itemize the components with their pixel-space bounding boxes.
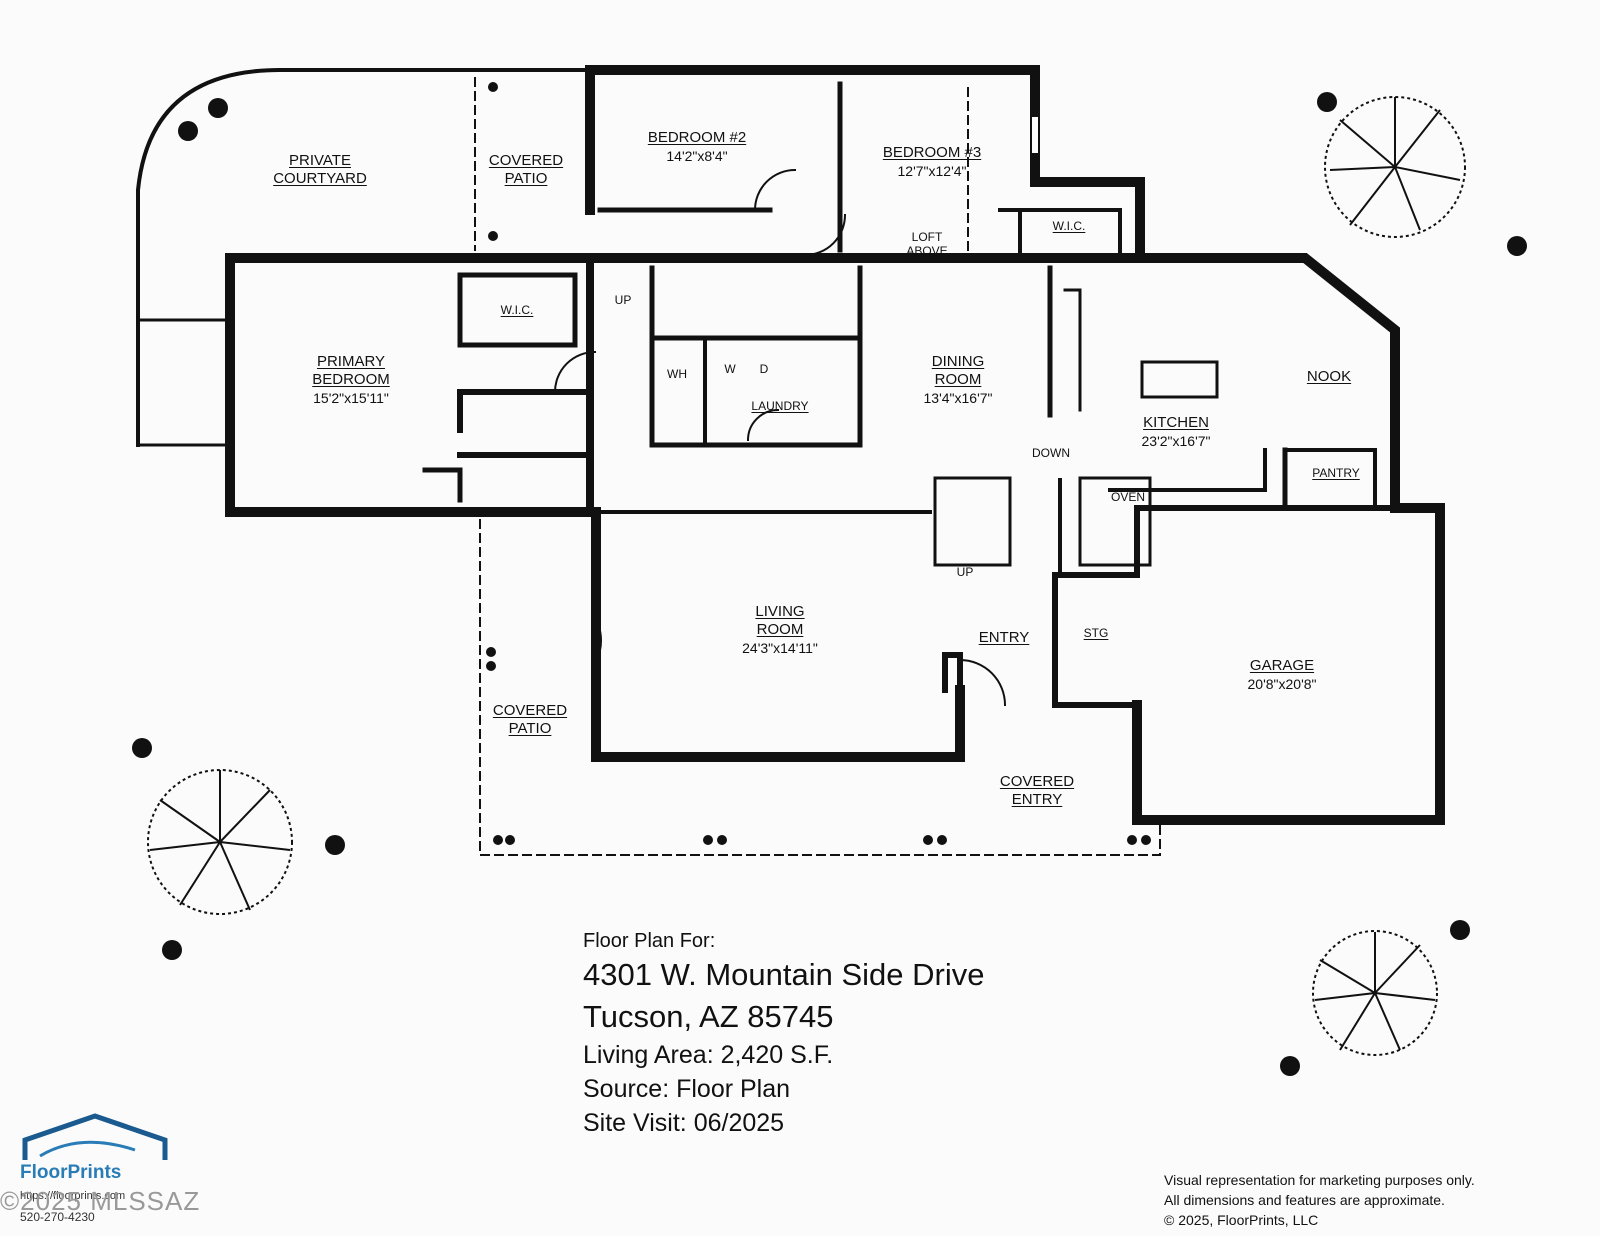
info-source: Source: Floor Plan bbox=[583, 1075, 791, 1103]
room-covered-entry: COVERED ENTRY bbox=[999, 773, 1075, 808]
room-nook: NOOK bbox=[1306, 368, 1352, 385]
courtyard-wall bbox=[136, 68, 587, 447]
room-wic-bed3: W.I.C. bbox=[1052, 219, 1086, 233]
floorprints-logo: FloorPrints https://floorprints.com 520-… bbox=[18, 1110, 188, 1236]
tree-icon bbox=[1312, 930, 1438, 1056]
house-logo-icon bbox=[22, 1113, 168, 1160]
tree-icon bbox=[147, 769, 293, 915]
disclaimer: Visual representation for marketing purp… bbox=[1164, 1172, 1475, 1228]
room-wic-primary: W.I.C. bbox=[500, 303, 534, 317]
room-covered-patio-bottom: COVERED PATIO bbox=[492, 702, 568, 737]
room-storage: STG bbox=[1083, 626, 1109, 640]
loft-above-label: LOFT ABOVE bbox=[906, 230, 948, 258]
info-address-line1: 4301 W. Mountain Side Drive bbox=[583, 957, 985, 992]
stairs-up-top-label: UP bbox=[614, 293, 632, 307]
info-living-area: Living Area: 2,420 S.F. bbox=[583, 1041, 834, 1069]
room-entry: ENTRY bbox=[978, 629, 1030, 646]
property-info: Floor Plan For: 4301 W. Mountain Side Dr… bbox=[583, 928, 985, 1140]
mls-watermark: ©2025 MLSSAZ bbox=[0, 1186, 201, 1216]
room-covered-patio-top: COVERED PATIO bbox=[488, 152, 564, 187]
stairs-down-label: DOWN bbox=[1032, 446, 1070, 460]
info-heading: Floor Plan For: bbox=[583, 930, 716, 952]
oven-label: OVEN bbox=[1110, 490, 1146, 504]
water-heater-label: WH bbox=[667, 367, 687, 381]
room-laundry: LAUNDRY bbox=[751, 399, 809, 413]
info-site-visit: Site Visit: 06/2025 bbox=[583, 1109, 785, 1137]
room-pantry: PANTRY bbox=[1312, 466, 1360, 480]
tree-icon bbox=[1324, 96, 1466, 238]
dryer-label: D bbox=[759, 362, 769, 376]
washer-label: W bbox=[724, 362, 736, 376]
shrub-icon bbox=[132, 92, 1527, 1076]
room-private-courtyard: PRIVATE COURTYARD bbox=[273, 152, 367, 187]
info-address-line2: Tucson, AZ 85745 bbox=[583, 999, 834, 1034]
stairs-up-mid-label: UP bbox=[956, 565, 974, 579]
